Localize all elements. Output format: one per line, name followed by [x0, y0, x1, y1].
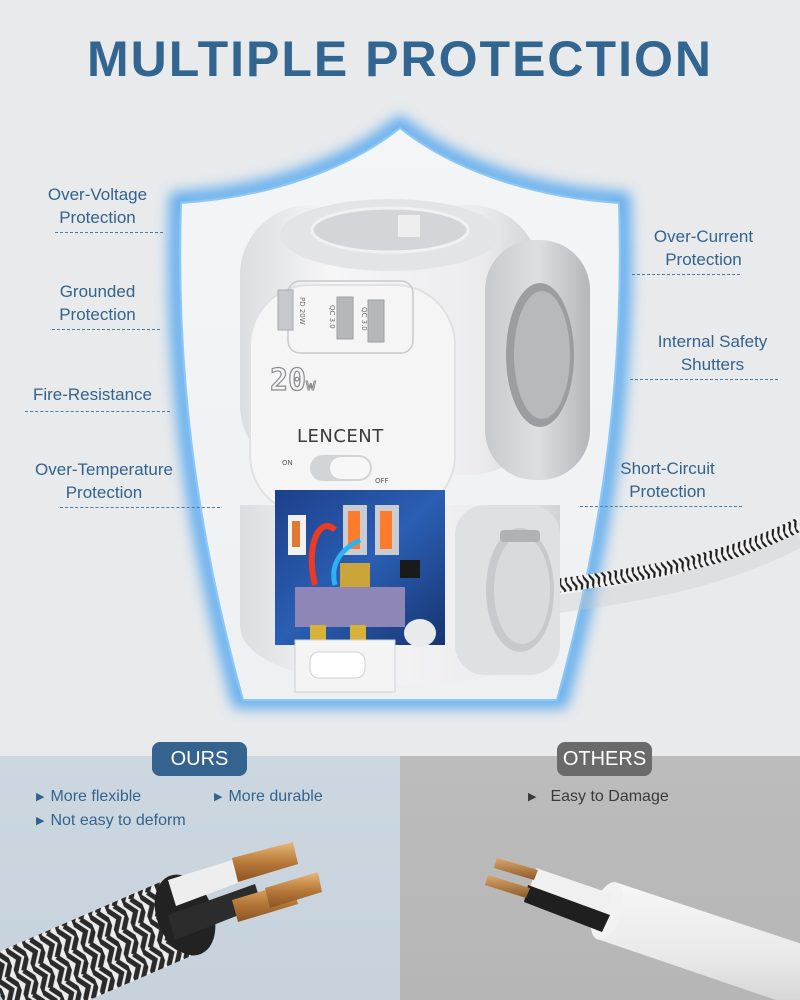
callout-line2: Shutters	[680, 355, 745, 374]
callout-line2: Protection	[629, 482, 706, 501]
svg-text:ON: ON	[282, 459, 293, 467]
dashed-divider	[55, 232, 163, 233]
ours-feature: ▶ More flexible	[36, 787, 141, 807]
svg-text:w: w	[306, 375, 316, 394]
callout-over-temperature: Over-Temperature Protection	[18, 458, 220, 508]
svg-text:QC 3.0: QC 3.0	[360, 307, 368, 331]
callout-short-circuit: Short-Circuit Protection	[580, 457, 742, 507]
feature-text: Not easy to deform	[50, 812, 186, 829]
callout-grounded: Grounded Protection	[30, 280, 165, 330]
braided-cable-closeup-icon	[0, 842, 322, 1000]
callout-line1: Short-Circuit	[620, 459, 715, 478]
svg-text:20: 20	[270, 363, 306, 398]
braided-cable-icon	[539, 517, 800, 614]
power-strip-illustration: PD 20W QC 3.0 QC 3.0 20 w LENCENT ON OFF	[240, 199, 590, 693]
svg-text:OFF: OFF	[375, 477, 389, 485]
callout-line2: Protection	[59, 208, 136, 227]
callout-fire-resistance: Fire-Resistance	[20, 383, 170, 412]
bullet-arrow-icon: ▶	[528, 791, 537, 803]
callout-over-voltage: Over-Voltage Protection	[30, 183, 165, 233]
dashed-divider	[630, 379, 778, 380]
callout-internal-safety-shutters: Internal Safety Shutters	[630, 330, 785, 380]
page-title: MULTIPLE PROTECTION	[87, 31, 713, 87]
ours-badge: OURS	[152, 742, 247, 776]
bullet-arrow-icon: ▶	[36, 815, 45, 827]
feature-text: More durable	[228, 788, 323, 805]
callout-line2: Protection	[65, 483, 143, 502]
callout-line1: Internal Safety	[657, 332, 768, 351]
callout-line1: Grounded	[59, 282, 136, 301]
plain-cable-closeup-icon	[485, 858, 800, 1000]
callout-over-current: Over-Current Protection	[632, 225, 771, 275]
bullet-arrow-icon: ▶	[214, 791, 223, 803]
others-feature: ▶ Easy to Damage	[528, 787, 669, 807]
dashed-divider	[580, 506, 742, 507]
callout-line1: Over-Current	[653, 227, 754, 246]
callout-line2: Protection	[59, 305, 136, 324]
dashed-divider	[632, 274, 740, 275]
dashed-divider	[60, 507, 220, 508]
port-label: PD 20W	[298, 297, 306, 325]
ours-feature: ▶ Not easy to deform	[36, 811, 186, 831]
svg-text:QC 3.0: QC 3.0	[328, 305, 336, 329]
callout-line1: Over-Voltage	[47, 185, 148, 204]
ours-feature: ▶ More durable	[214, 787, 323, 807]
feature-text: More flexible	[50, 788, 142, 805]
bullet-arrow-icon: ▶	[36, 791, 45, 803]
others-badge: OTHERS	[557, 742, 652, 776]
callout-line1: Over-Temperature	[35, 460, 173, 479]
callout-line1: Fire-Resistance	[32, 385, 153, 404]
dashed-divider	[52, 329, 160, 330]
callout-line2: Protection	[665, 250, 742, 269]
dashed-divider	[25, 411, 170, 412]
svg-text:LENCENT: LENCENT	[297, 426, 384, 447]
feature-text: Easy to Damage	[550, 788, 669, 805]
